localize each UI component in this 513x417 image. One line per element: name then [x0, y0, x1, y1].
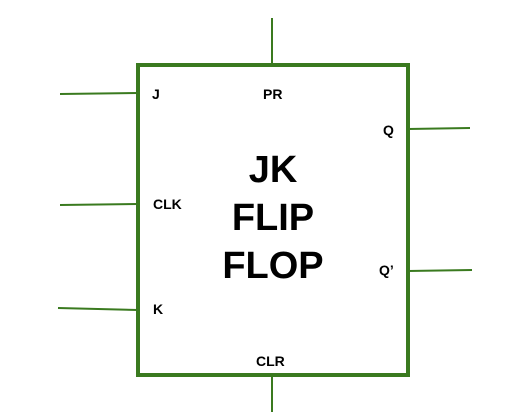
block-title-line-1: JK — [249, 149, 298, 191]
block-title-line-3: FLOP — [222, 245, 323, 287]
q-output-line — [407, 127, 471, 130]
pin-label-j: J — [152, 86, 160, 102]
pin-label-pr: PR — [263, 86, 282, 102]
k-input-line — [57, 307, 139, 311]
clk-input-line — [59, 203, 139, 206]
j-input-line — [59, 92, 139, 95]
pin-label-q: Q — [383, 122, 394, 138]
pin-label-q-bar: Q’ — [379, 262, 394, 278]
pin-label-clr: CLR — [256, 353, 285, 369]
pin-label-clk: CLK — [153, 196, 182, 212]
q-bar-output-line — [407, 269, 473, 272]
pin-label-k: K — [153, 301, 163, 317]
block-title-line-2: FLIP — [232, 197, 314, 239]
